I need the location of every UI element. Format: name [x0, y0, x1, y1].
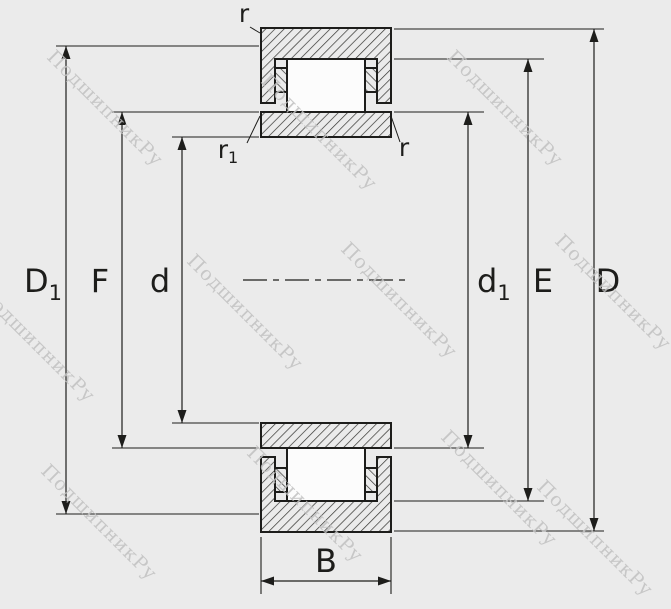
roller-top [286, 58, 366, 113]
cage-bar-top-left [274, 67, 288, 93]
outer-ring-top-section [260, 27, 392, 104]
inner-ring-top-section [260, 111, 392, 138]
extension-lines [56, 28, 604, 594]
label-B: B [315, 542, 337, 580]
leader-r1 [246, 115, 261, 144]
arrow-D1-bottom [61, 501, 71, 514]
roller-bottom [286, 447, 366, 502]
arrow-d-top [177, 137, 187, 150]
label-d: d [150, 262, 170, 300]
arrow-d-bottom [177, 410, 187, 423]
arrow-D1-top [61, 46, 71, 59]
label-D1: D1 [24, 262, 62, 305]
bearing-bottom-half [260, 422, 392, 533]
cage-bar-bottom-right [364, 467, 378, 493]
leader-r-inner-top [390, 115, 401, 143]
arrow-D-top [589, 29, 599, 42]
cage-bar-top-right [364, 67, 378, 93]
arrow-d1-top [463, 112, 473, 125]
arrow-B-left [261, 576, 274, 586]
arrow-E-bottom [523, 488, 533, 501]
arrow-D-bottom [589, 518, 599, 531]
label-E: E [533, 262, 553, 300]
inner-ring-bottom-section [260, 422, 392, 449]
arrow-F-top [117, 112, 127, 125]
label-r-inner-top: r [399, 133, 410, 162]
dimension-lines [65, 29, 595, 582]
dimension-arrowheads [61, 29, 599, 586]
arrow-B-right [378, 576, 391, 586]
leader-r-outer-top [249, 26, 261, 34]
outer-ring-bottom-section [260, 456, 392, 533]
arrow-F-bottom [117, 435, 127, 448]
label-F: F [91, 262, 109, 300]
bearing-top-half [260, 27, 392, 138]
leader-lines [246, 26, 401, 144]
dimension-labels: r r1 r D1 F d d1 E D B [24, 0, 620, 580]
label-D: D [596, 262, 621, 300]
cage-bar-bottom-left [274, 467, 288, 493]
label-d1: d1 [477, 262, 511, 305]
label-r-outer-top: r [239, 0, 250, 28]
label-r1: r1 [218, 135, 238, 167]
arrow-E-top [523, 59, 533, 72]
arrow-d1-bottom [463, 435, 473, 448]
